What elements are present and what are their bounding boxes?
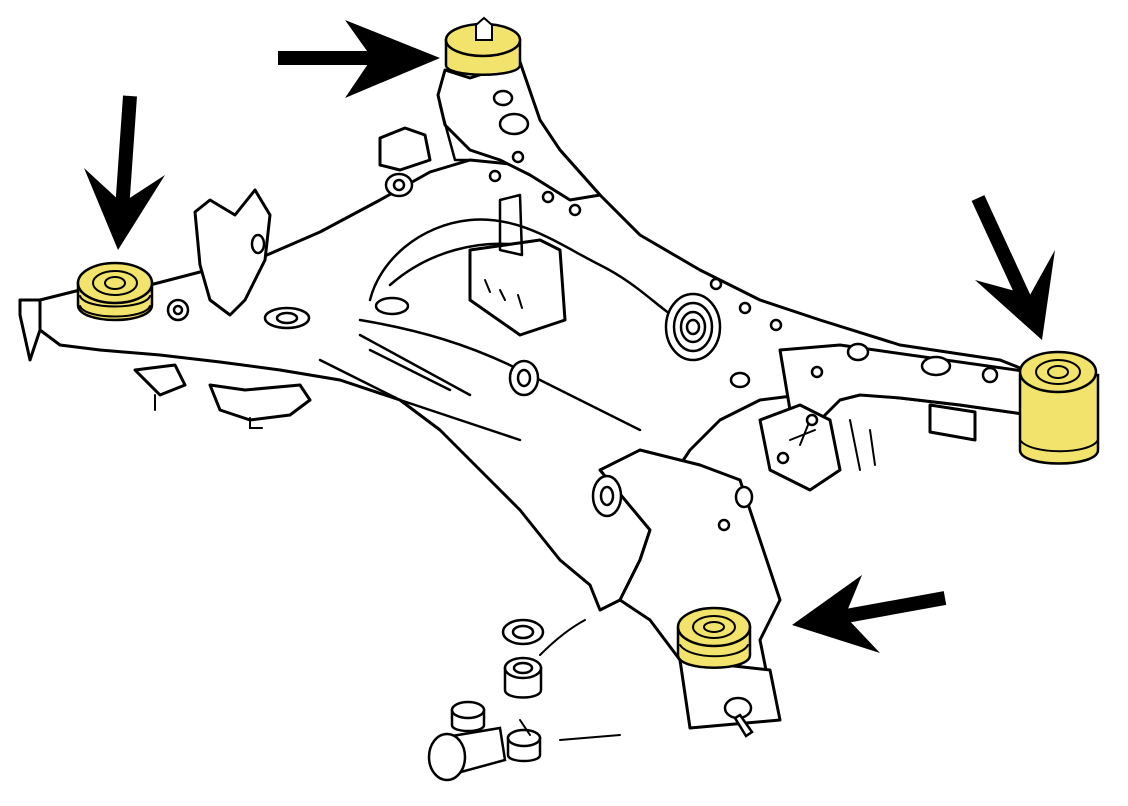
arrow-right: [971, 195, 1055, 340]
hole: [516, 368, 532, 388]
hole: [541, 190, 555, 204]
hole: [172, 304, 184, 316]
arrow-bottom: [792, 575, 947, 653]
hole: [599, 485, 615, 507]
hole: [568, 203, 582, 217]
arrow-left: [84, 95, 165, 250]
hole: [734, 485, 754, 509]
hole: [717, 518, 731, 532]
bushing-top: [444, 16, 522, 76]
hole: [738, 301, 752, 315]
hole: [769, 318, 783, 332]
center-bushing: [664, 292, 722, 362]
hole: [810, 365, 824, 379]
hole: [920, 355, 952, 377]
arm-bolt: [723, 696, 754, 738]
hole: [488, 169, 502, 183]
highlighted-bushings: [76, 16, 1100, 669]
bushing-right: [1018, 350, 1100, 465]
loose-parts: [427, 618, 621, 782]
hole: [981, 366, 999, 384]
bushing-left: [76, 261, 154, 322]
hole: [776, 451, 790, 465]
hole: [805, 413, 819, 427]
bushing-bottom: [676, 606, 752, 669]
arrow-top: [278, 20, 440, 98]
hole: [729, 371, 751, 389]
hole: [392, 178, 406, 192]
pointer-arrows: [84, 20, 1055, 653]
hole: [374, 296, 410, 316]
hole: [511, 150, 525, 164]
hole: [498, 112, 530, 136]
frame-holes: [166, 89, 999, 532]
hole: [492, 89, 514, 107]
hole: [250, 233, 266, 255]
hole: [709, 277, 723, 291]
hole: [275, 311, 299, 325]
hole: [846, 342, 870, 362]
